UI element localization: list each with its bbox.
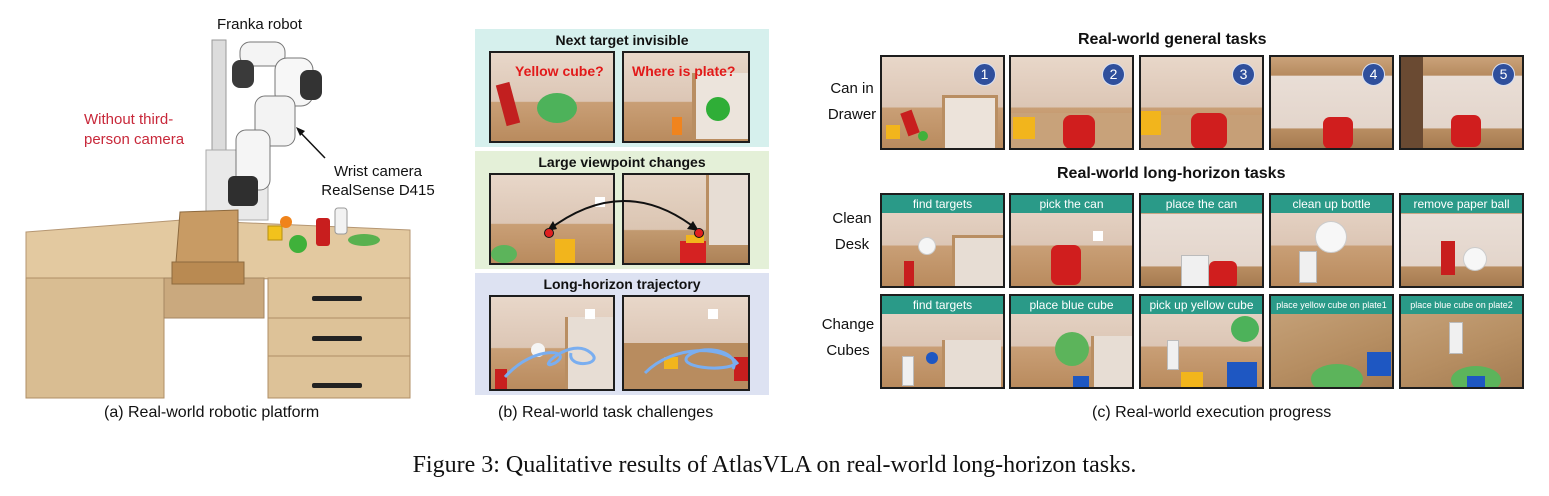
overlay-where-plate: Where is plate? bbox=[632, 63, 736, 79]
frame-can-3: 3 bbox=[1139, 55, 1264, 150]
step-tag: find targets bbox=[882, 296, 1003, 314]
caption-c: (c) Real-world execution progress bbox=[1092, 404, 1332, 421]
wrist-camera-line2: RealSense D415 bbox=[321, 182, 435, 199]
step-tag: remove paper ball bbox=[1401, 195, 1522, 213]
frame-clean-1: find targets bbox=[880, 193, 1005, 288]
robot-platform-photo bbox=[25, 39, 411, 399]
step-tag: clean up bottle bbox=[1271, 195, 1392, 213]
challenge-image bbox=[622, 173, 750, 265]
viewpoint-arrow bbox=[544, 200, 704, 238]
step-tag: find targets bbox=[882, 195, 1003, 213]
no-camera-label: Without third-person camera bbox=[84, 111, 185, 148]
step-badge: 3 bbox=[1232, 63, 1255, 86]
frame-can-5: 5 bbox=[1399, 55, 1524, 150]
frame-can-4: 4 bbox=[1269, 55, 1394, 150]
row-label-can-drawer: Can in Drawer bbox=[826, 76, 878, 128]
frame-cubes-4: place yellow cube on plate1 bbox=[1269, 294, 1394, 389]
frame-cubes-5: place blue cube on plate2 bbox=[1399, 294, 1524, 389]
challenge-title: Next target invisible bbox=[555, 32, 689, 48]
frame-can-2: 2 bbox=[1009, 55, 1134, 150]
caption-a: (a) Real-world robotic platform bbox=[104, 404, 320, 421]
general-tasks-title: Real-world general tasks bbox=[1078, 31, 1267, 48]
caption-b: (b) Real-world task challenges bbox=[498, 404, 714, 421]
frame-can-1: 1 bbox=[880, 55, 1005, 150]
step-tag: pick up yellow cube bbox=[1141, 296, 1262, 314]
row-label-line: Drawer bbox=[827, 106, 877, 123]
frame-clean-3: place the can bbox=[1139, 193, 1264, 288]
step-badge: 4 bbox=[1362, 63, 1385, 86]
row-label-line: Change bbox=[821, 316, 875, 333]
step-tag: place blue cube on plate2 bbox=[1401, 296, 1522, 314]
row-label-change-cubes: Change Cubes bbox=[818, 312, 878, 364]
panel-robot-platform: Franka robot Without third-person camera… bbox=[0, 0, 445, 430]
row-label-line: Desk bbox=[834, 236, 870, 253]
challenge-title: Large viewpoint changes bbox=[538, 154, 706, 170]
challenge-title: Long-horizon trajectory bbox=[543, 276, 701, 292]
step-tag: pick the can bbox=[1011, 195, 1132, 213]
step-tag: place the can bbox=[1141, 195, 1262, 213]
wrist-camera-label: Wrist camera RealSense D415 bbox=[318, 162, 438, 200]
step-badge: 1 bbox=[973, 63, 996, 86]
challenge-next-target: Next target invisible Yellow cube? Where… bbox=[475, 29, 769, 147]
wrist-camera-line1: Wrist camera bbox=[333, 163, 423, 180]
long-horizon-title: Real-world long-horizon tasks bbox=[1057, 165, 1286, 182]
frame-cubes-3: pick up yellow cube bbox=[1139, 294, 1264, 389]
frame-cubes-2: place blue cube bbox=[1009, 294, 1134, 389]
challenge-long-horizon: Long-horizon trajectory bbox=[475, 273, 769, 395]
step-tag: place yellow cube on plate1 bbox=[1271, 296, 1392, 314]
step-badge: 2 bbox=[1102, 63, 1125, 86]
frame-clean-5: remove paper ball bbox=[1399, 193, 1524, 288]
challenge-image: Yellow cube? bbox=[489, 51, 615, 143]
step-tag: place blue cube bbox=[1011, 296, 1132, 314]
challenge-image bbox=[489, 295, 615, 391]
row-label-line: Clean bbox=[832, 210, 872, 227]
trajectory-spiral bbox=[503, 346, 740, 378]
challenge-image: Where is plate? bbox=[622, 51, 750, 143]
challenge-viewpoint: Large viewpoint changes bbox=[475, 151, 769, 269]
frame-clean-2: pick the can bbox=[1009, 193, 1134, 288]
frame-cubes-1: find targets bbox=[880, 294, 1005, 389]
figure-caption: Figure 3: Qualitative results of AtlasVL… bbox=[412, 452, 1137, 478]
challenge-image bbox=[489, 173, 615, 265]
row-label-clean-desk: Clean Desk bbox=[826, 206, 878, 258]
frame-clean-4: clean up bottle bbox=[1269, 193, 1394, 288]
row-label-line: Cubes bbox=[826, 342, 870, 359]
step-badge: 5 bbox=[1492, 63, 1515, 86]
robot-label: Franka robot bbox=[217, 16, 303, 33]
overlay-yellow-cube: Yellow cube? bbox=[515, 63, 604, 79]
row-label-line: Can in bbox=[830, 80, 874, 97]
